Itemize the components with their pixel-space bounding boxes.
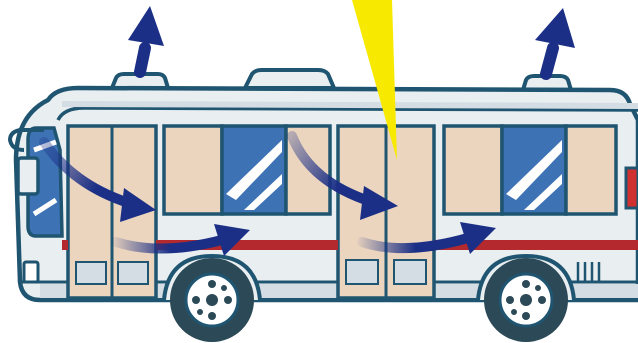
wheel-front (164, 256, 260, 342)
headlight (24, 262, 38, 282)
window-rear-1 (444, 126, 502, 214)
exhaust-arrow-rear (535, 8, 575, 74)
window-rear-2 (502, 126, 566, 214)
wheel-rear (478, 256, 574, 342)
roof-vent-middle (245, 70, 334, 88)
tail-light (626, 168, 638, 208)
window-front-2 (222, 126, 286, 214)
exhaust-arrow-front (128, 6, 164, 72)
window-front-1 (164, 126, 222, 214)
window-rear-3 (566, 126, 616, 214)
middle-door (338, 126, 434, 298)
